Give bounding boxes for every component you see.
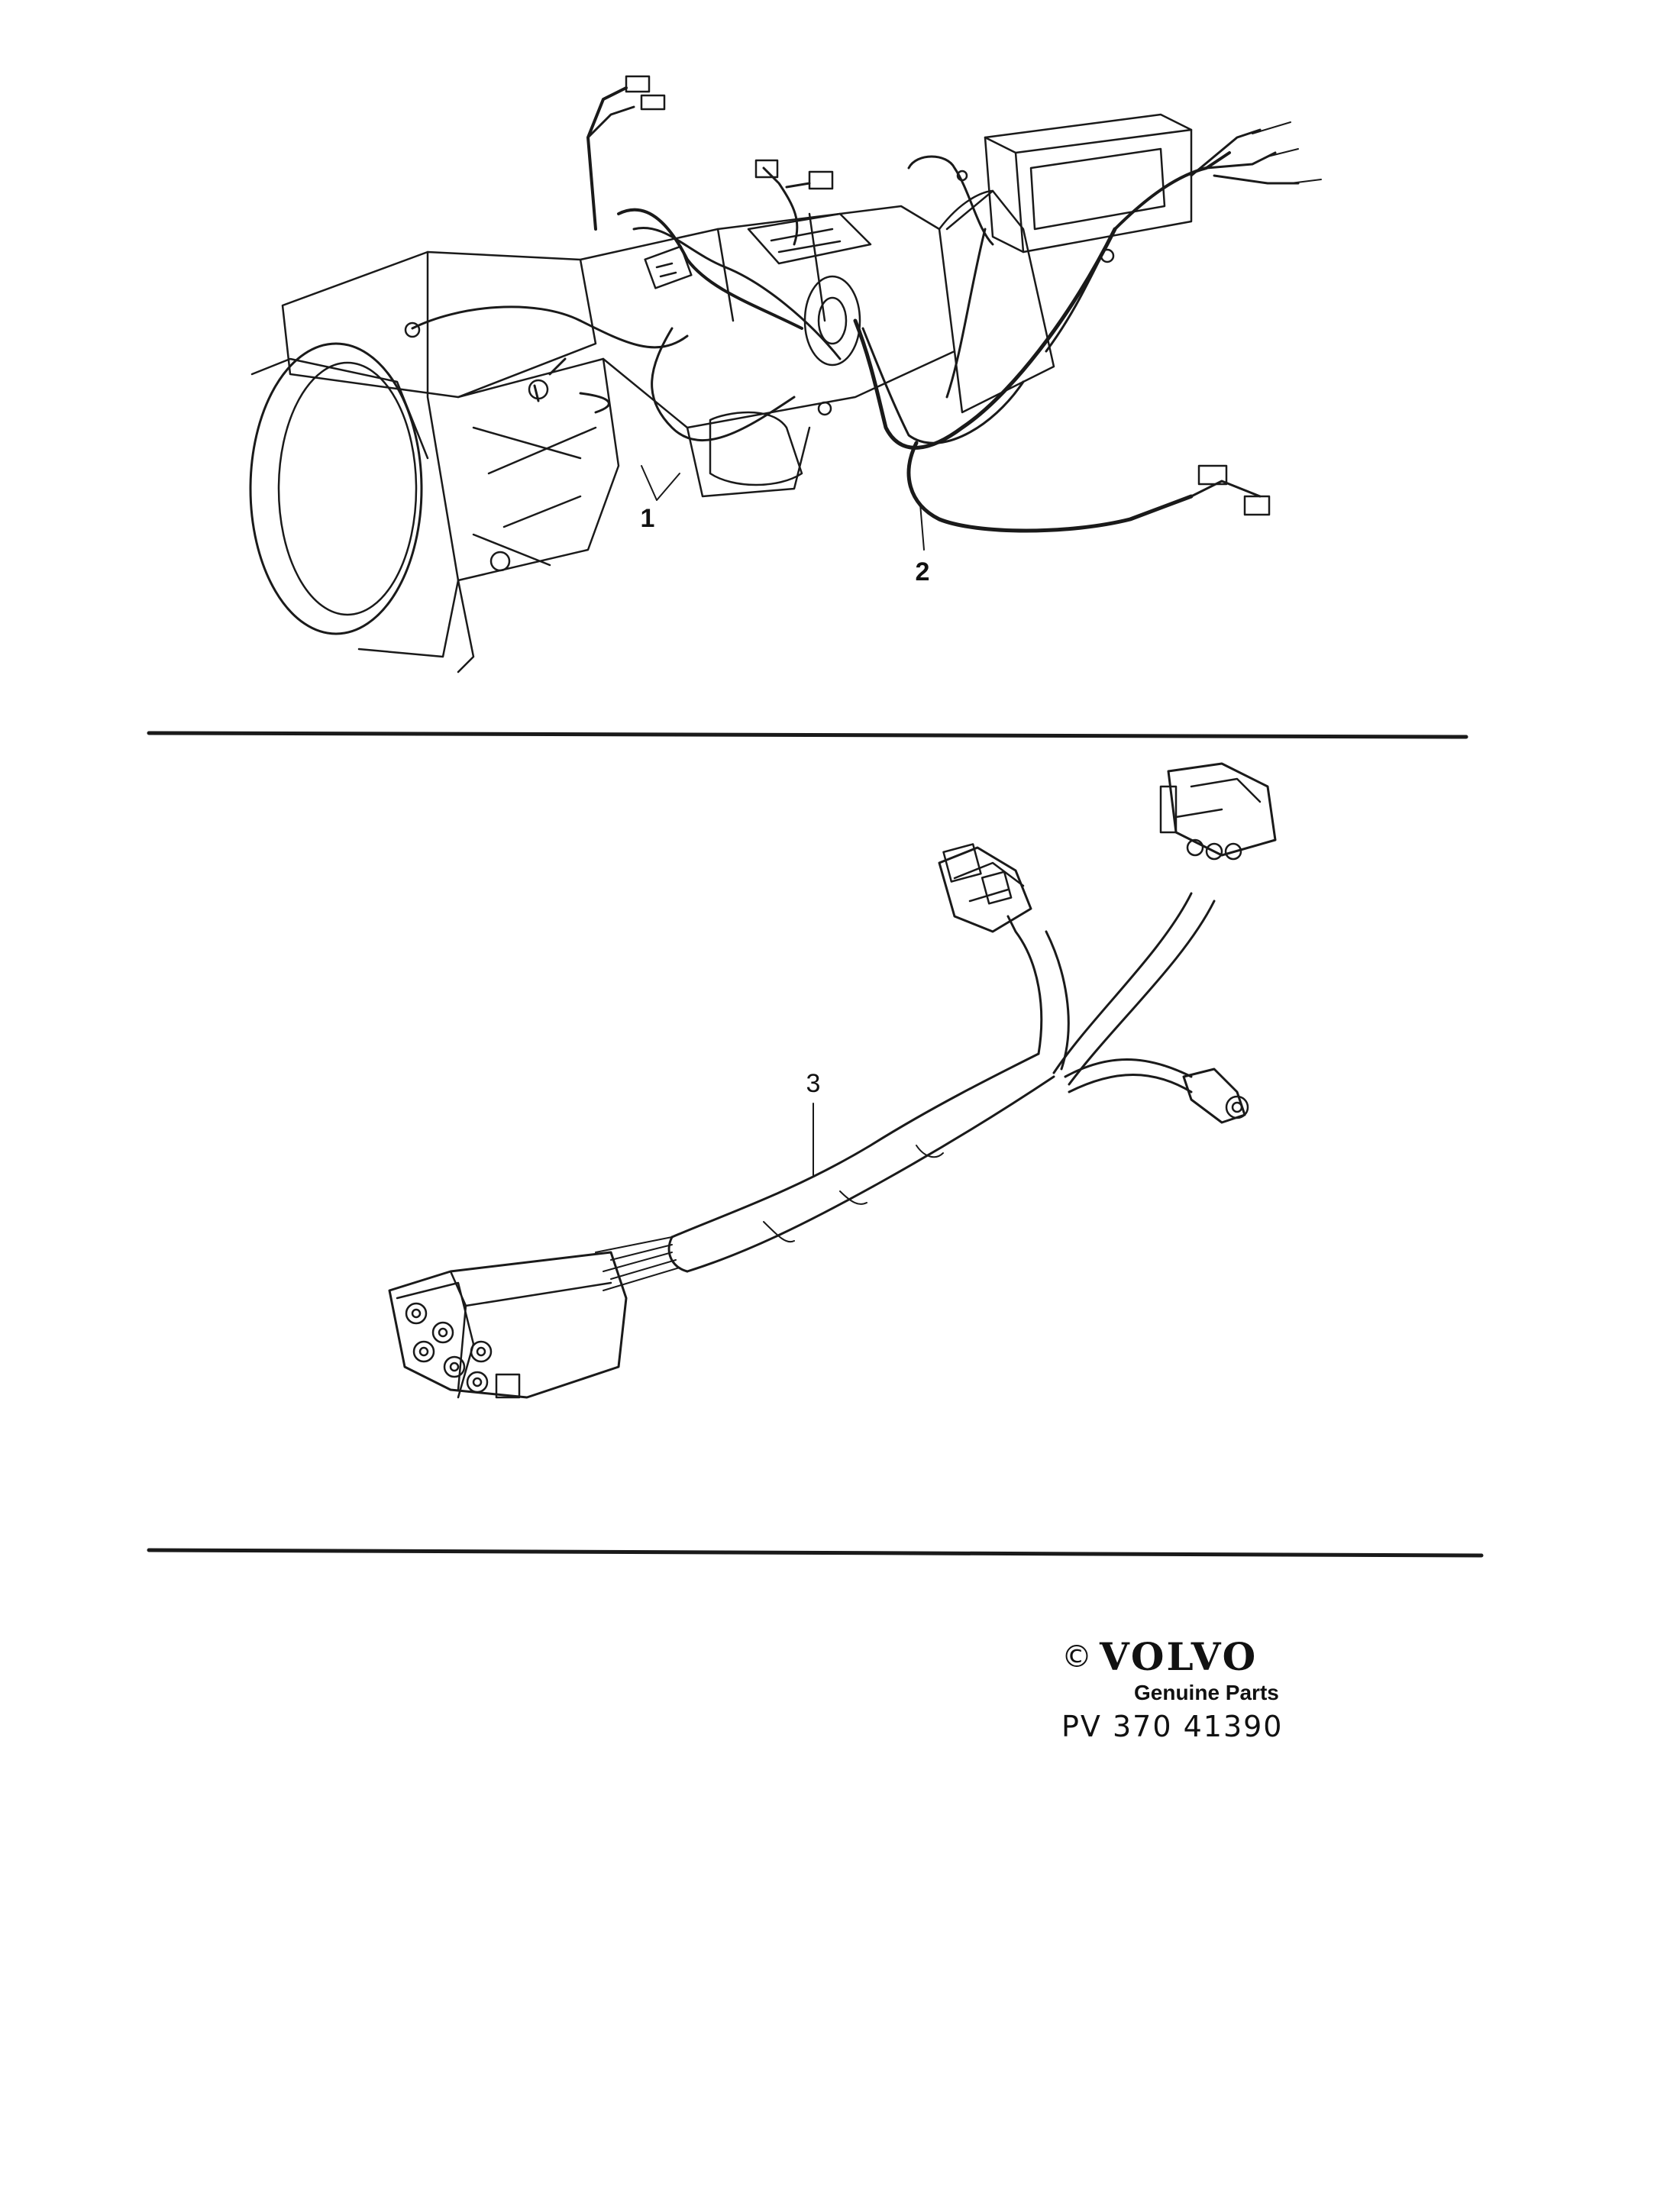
- part-number: PV 370 41390: [1061, 1710, 1284, 1743]
- footer-brand-block: © VOLVO Genuine Parts PV 370 41390: [1061, 1634, 1382, 1743]
- section-divider-top: [147, 731, 1468, 739]
- callout-item-1: 1: [641, 504, 655, 533]
- brand-row: © VOLVO: [1061, 1634, 1382, 1679]
- heater-assembly-illustration: [249, 75, 1322, 673]
- brand-subtitle: Genuine Parts: [1134, 1681, 1279, 1704]
- brand-logo-text: VOLVO: [1100, 1634, 1258, 1679]
- callout-item-2: 2: [916, 557, 930, 586]
- copyright-symbol: ©: [1061, 1639, 1092, 1675]
- callout-item-3: 3: [806, 1069, 821, 1098]
- wiring-harness-illustration: [388, 762, 1277, 1399]
- section-divider-bottom: [147, 1548, 1484, 1558]
